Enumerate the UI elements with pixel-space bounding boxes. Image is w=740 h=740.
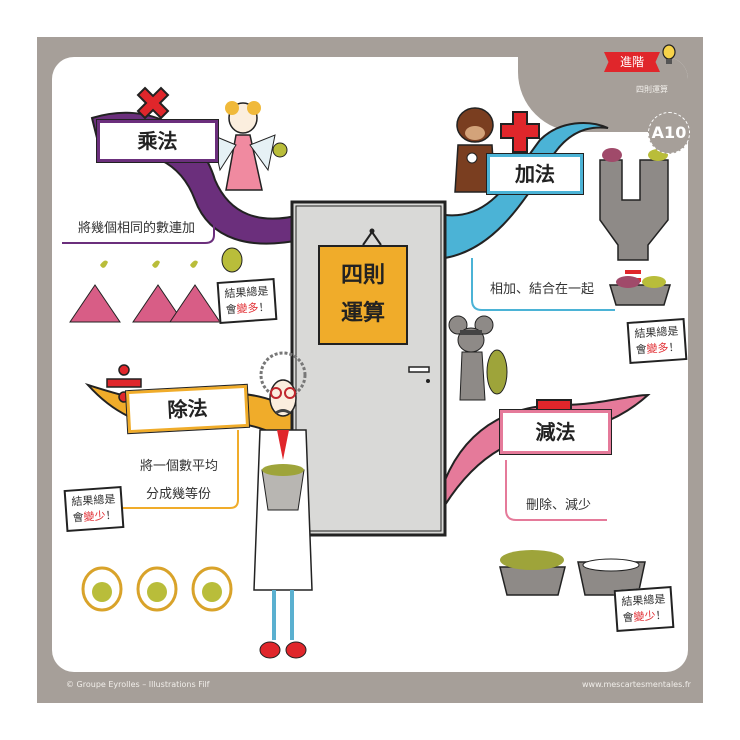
multiplication-result-note: 結果總是 會變多！	[216, 278, 278, 324]
copyright-credit: © Groupe Eyrolles – Illustrations Filf	[66, 680, 210, 689]
plus-symbol-icon	[500, 111, 540, 153]
subtraction-label: 減法	[499, 409, 612, 455]
door-handle	[408, 366, 430, 373]
addition-result-note: 結果總是 會變多！	[626, 318, 688, 364]
division-description-line2: 分成幾等份	[146, 487, 212, 502]
lightbulb-icon	[662, 44, 676, 64]
center-title-sign: 四則 運算	[318, 245, 408, 345]
center-title-line1: 四則	[340, 263, 385, 288]
card-code-badge: A10	[648, 112, 690, 154]
level-ribbon: 進階	[604, 52, 660, 72]
cake-piles	[69, 247, 243, 323]
multiplication-description: 將幾個相同的數連加	[78, 221, 196, 236]
minus-symbol-icon	[536, 399, 572, 411]
scientist-character	[253, 351, 313, 659]
addition-description: 相加、結合在一起	[490, 282, 595, 297]
bowls	[499, 550, 646, 596]
division-result-note: 結果總是 會變少！	[63, 486, 125, 532]
website-link[interactable]: www.mescartesmentales.fr	[582, 680, 691, 689]
dog-character	[454, 107, 496, 193]
addition-label: 加法	[486, 153, 584, 195]
mouse-character	[448, 315, 508, 401]
keyhole-icon	[426, 379, 430, 383]
topic-subtitle: 四則運算	[636, 85, 668, 94]
division-description-line1: 將一個數平均	[140, 459, 219, 474]
multiplication-label: 乘法	[96, 119, 219, 163]
subtraction-description: 刪除、減少	[526, 498, 592, 513]
subtraction-result-note: 結果總是 會變少！	[613, 586, 675, 632]
multiply-symbol-icon	[136, 86, 170, 120]
division-label: 除法	[124, 383, 251, 435]
center-title-line2: 運算	[340, 301, 385, 326]
plates	[81, 566, 233, 612]
fairy-character	[211, 101, 288, 191]
addition-funnel	[599, 148, 672, 306]
